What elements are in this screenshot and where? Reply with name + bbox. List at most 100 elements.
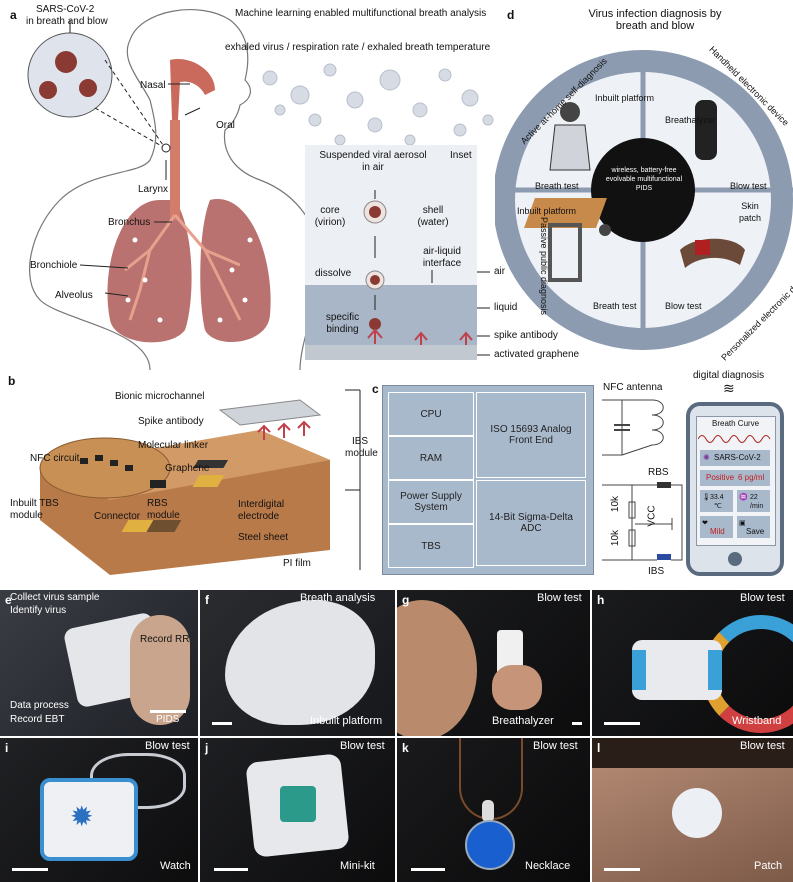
photo-g: g Blow test Breathalyzer (397, 590, 590, 736)
breath-curve-icon (698, 435, 771, 443)
k-top: Blow test (533, 740, 578, 752)
label-h: h (597, 593, 605, 607)
l-bottom: Patch (754, 860, 783, 872)
microchannel-icon (218, 399, 322, 426)
virus-icon: ✺ (703, 453, 710, 462)
inset-binding: specific binding (325, 312, 360, 335)
cpu-block: CPU (388, 392, 474, 436)
panel-label-b: b (8, 374, 16, 388)
b-connector: Connector (94, 511, 141, 522)
scale-bar (604, 868, 640, 871)
label-bronchiole: Bronchiole (30, 260, 78, 271)
iso-block: ISO 15693 Analog Front End (476, 392, 586, 478)
e-b2: Identify virus (10, 605, 67, 616)
b-steel: Steel sheet (238, 532, 289, 543)
d-q4-test: Blow test (665, 301, 702, 311)
d-q1-platform: Inbuilt platform (595, 93, 655, 103)
scale-bar (572, 722, 582, 725)
right-lung (200, 199, 271, 342)
d-q2-test: Blow test (730, 181, 767, 191)
tbs-block: TBS (388, 524, 474, 568)
d-center: wireless, battery-free evolvable multifu… (605, 167, 683, 192)
panel-label-a: a (10, 8, 17, 22)
d-q1-test: Breath test (535, 181, 579, 191)
label-f: f (205, 593, 209, 607)
ram-block: RAM (388, 436, 474, 480)
label-alveolus: Alveolus (55, 290, 93, 301)
phone-rr: 22 (750, 494, 758, 501)
diagnosis-wheel (495, 50, 793, 350)
label-g: g (402, 593, 410, 607)
k-bottom: Necklace (525, 860, 571, 872)
power-block: Power Supply System (388, 480, 474, 524)
i-top: Blow test (145, 740, 190, 752)
inset-spike: spike antibody (494, 330, 558, 341)
h-top: Blow test (740, 592, 785, 604)
inset-liquid: liquid (494, 302, 518, 313)
photo-f: f Breath analysis Inbuilt platform (200, 590, 395, 736)
photo-i: ✹ i Blow test Watch (0, 738, 198, 882)
photo-j: j Blow test Mini-kit (200, 738, 395, 882)
inset-air: air (494, 266, 506, 277)
person-icon (560, 102, 580, 122)
trachea (170, 120, 180, 220)
b-graphene: Graphene (165, 463, 210, 474)
i-bottom: Watch (160, 860, 191, 872)
inset-interface: air-liquid interface (422, 246, 462, 269)
device-exploded-view (39, 389, 361, 575)
scale-bar (411, 868, 445, 871)
inset-aerosol: Suspended viral aerosol in air (319, 150, 427, 173)
virus-subtitle: in breath and blow (26, 16, 108, 27)
phone-rr-unit: /min (750, 503, 764, 510)
b-spike: Spike antibody (138, 416, 204, 427)
e-rr: Record RR (140, 634, 190, 645)
phone-temp-unit: ℃ (714, 503, 722, 510)
thermometer-icon: 🌡 (702, 494, 711, 501)
g-top: Blow test (537, 592, 582, 604)
home-button[interactable] (728, 552, 742, 566)
b-rbs: RBS module (147, 498, 180, 521)
c-vcc: VCC (646, 505, 658, 527)
label-j: j (205, 741, 209, 755)
label-i: i (5, 741, 9, 755)
h-bottom: Wristband (732, 715, 782, 727)
panel-label-c: c (372, 382, 379, 396)
lung-icon: ♒ (739, 494, 748, 501)
breathalyzer-icon (695, 100, 717, 160)
label-e: e (5, 593, 12, 607)
e-b3: Data process (10, 700, 69, 711)
c-digital: digital diagnosis (693, 370, 765, 381)
b-pi: PI film (283, 558, 311, 569)
panel-c: c CPU RAM Power Supply System TBS ISO 15… (370, 370, 793, 580)
panel-d: d Virus infection diagnosis by breath an… (495, 0, 793, 370)
inset-dissolve: dissolve (315, 268, 352, 279)
c-nfc-antenna: NFC antenna (603, 382, 663, 393)
d-q3-test: Breath test (593, 301, 637, 311)
scale-bar (604, 722, 640, 725)
photo-h: h Blow test Wristband (592, 590, 793, 736)
d-title: Virus infection diagnosis by breath and … (588, 8, 722, 32)
b-nfc: NFC circuit (30, 453, 80, 464)
e-b1: Collect virus sample (10, 592, 100, 603)
connector-icon (150, 480, 166, 488)
e-pids: PIDS (156, 714, 180, 725)
c-r1: 10k (610, 495, 622, 513)
wifi-icon: ≋ (723, 380, 735, 396)
heart-icon: ❤ (702, 520, 708, 527)
j-top: Blow test (340, 740, 385, 752)
left-lung (107, 200, 192, 343)
f-top: Breath analysis (300, 592, 376, 604)
ml-title: Machine learning enabled multifunctional… (235, 8, 487, 19)
l-top: Blow test (740, 740, 785, 752)
save-icon: ▣ (739, 520, 746, 527)
photo-e: e Collect virus sample Identify virus Re… (0, 590, 198, 736)
label-k: k (402, 741, 409, 755)
phone-positive: Positive (706, 473, 735, 482)
save-button[interactable] (737, 516, 770, 538)
gate-icon (548, 223, 582, 282)
panel-a: a SARS-CoV-2 in breath and blow Nasal Or… (0, 0, 579, 370)
phone-virus: SARS-CoV-2 (714, 453, 761, 462)
c-r2: 10k (610, 529, 622, 547)
virus-title: SARS-CoV-2 (36, 4, 95, 15)
scale-bar (150, 710, 186, 713)
